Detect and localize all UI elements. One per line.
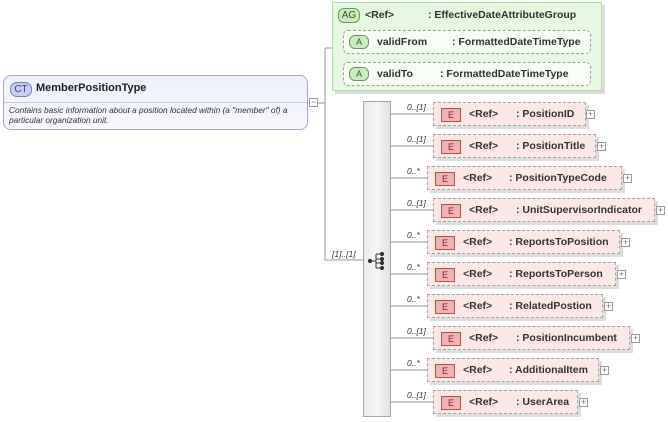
complex-type-documentation: Contains basic information about a posit… [9, 105, 288, 125]
attribute-group-box[interactable]: AG <Ref> : EffectiveDateAttributeGroup A… [332, 2, 602, 91]
expand-toggle-position-id[interactable]: + [586, 109, 595, 119]
complex-type-box[interactable]: CT MemberPositionType Contains basic inf… [3, 75, 308, 130]
element-ref-label: <Ref> [463, 364, 493, 376]
element-name: : RelatedPostion [509, 300, 592, 312]
element-name: : UserArea [516, 396, 570, 408]
element-cardinality: 0..[1] [407, 102, 426, 112]
attribute-group-badge: AG [338, 8, 360, 23]
element-ref-label: <Ref> [469, 396, 499, 408]
element-cardinality: 0..[1] [407, 390, 426, 400]
element-cardinality: 0..* [407, 294, 420, 304]
element-cardinality: 0..* [407, 262, 420, 272]
attribute-badge: A [349, 35, 369, 49]
element-badge: E [435, 364, 455, 378]
element-badge: E [435, 300, 455, 314]
element-unit-supervisor-indicator[interactable]: E <Ref> : UnitSupervisorIndicator [433, 198, 655, 222]
element-ref-label: <Ref> [463, 268, 493, 280]
element-position-title[interactable]: E <Ref> : PositionTitle [433, 134, 596, 158]
element-user-area[interactable]: E <Ref> : UserArea [433, 390, 578, 414]
element-ref-label: <Ref> [469, 108, 499, 120]
element-name: : AdditionalItem [509, 364, 588, 376]
complex-type-header: CT MemberPositionType [4, 76, 307, 103]
element-badge: E [441, 140, 461, 154]
element-related-postion[interactable]: E <Ref> : RelatedPostion [427, 294, 603, 318]
element-cardinality: 0..* [407, 358, 420, 368]
complex-type-badge: CT [10, 82, 32, 97]
element-ref-label: <Ref> [463, 300, 493, 312]
element-cardinality: 0..[1] [407, 198, 426, 208]
element-name: : PositionTitle [516, 140, 586, 152]
element-name: : PositionIncumbent [516, 332, 617, 344]
expand-toggle-user-area[interactable]: + [579, 397, 588, 407]
attribute-valid-to[interactable]: A validTo : FormattedDateTimeType [343, 62, 591, 86]
element-name: : ReportsToPerson [509, 268, 603, 280]
element-badge: E [441, 204, 461, 218]
element-ref-label: <Ref> [469, 204, 499, 216]
element-reports-to-person[interactable]: E <Ref> : ReportsToPerson [427, 262, 616, 286]
element-badge: E [435, 236, 455, 250]
element-cardinality: 0..[1] [407, 326, 426, 336]
element-name: : PositionID [516, 108, 575, 120]
expand-toggle-reports-to-person[interactable]: + [617, 269, 626, 279]
attribute-group-name: : EffectiveDateAttributeGroup [428, 9, 577, 21]
element-ref-label: <Ref> [463, 236, 493, 248]
expand-toggle-unit-supervisor-indicator[interactable]: + [656, 205, 665, 215]
element-badge: E [441, 108, 461, 122]
expand-toggle-additional-item[interactable]: + [600, 365, 609, 375]
sequence-icon [367, 251, 385, 271]
attribute-valid-from[interactable]: A validFrom : FormattedDateTimeType [343, 30, 591, 54]
attribute-name: validFrom [377, 36, 428, 48]
element-ref-label: <Ref> [463, 172, 493, 184]
element-position-type-code[interactable]: E <Ref> : PositionTypeCode [427, 166, 622, 190]
element-name: : UnitSupervisorIndicator [516, 204, 643, 216]
expand-toggle-reports-to-position[interactable]: + [621, 237, 630, 247]
element-ref-label: <Ref> [469, 140, 499, 152]
element-cardinality: 0..* [407, 230, 420, 240]
attribute-type: : FormattedDateTimeType [452, 36, 581, 48]
element-cardinality: 0..[1] [407, 134, 426, 144]
attribute-badge: A [349, 67, 369, 81]
attribute-type: : FormattedDateTimeType [440, 68, 569, 80]
element-position-incumbent[interactable]: E <Ref> : PositionIncumbent [433, 326, 630, 350]
expand-toggle-position-incumbent[interactable]: + [631, 333, 640, 343]
element-reports-to-position[interactable]: E <Ref> : ReportsToPosition [427, 230, 620, 254]
expand-toggle-position-type-code[interactable]: + [623, 173, 632, 183]
element-badge: E [435, 268, 455, 282]
collapse-toggle-complex-type[interactable]: − [309, 97, 318, 107]
element-position-id[interactable]: E <Ref> : PositionID [433, 102, 586, 126]
expand-toggle-related-postion[interactable]: + [604, 301, 613, 311]
attribute-name: validTo [377, 68, 413, 80]
element-cardinality: 0..* [407, 166, 420, 176]
element-ref-label: <Ref> [469, 332, 499, 344]
sequence-compositor-bar[interactable] [363, 101, 391, 417]
element-badge: E [435, 172, 455, 186]
sequence-cardinality: [1]..[1] [332, 249, 356, 259]
element-name: : PositionTypeCode [509, 172, 607, 184]
attribute-group-ref-label: <Ref> [365, 9, 395, 21]
element-badge: E [441, 332, 461, 346]
element-name: : ReportsToPosition [509, 236, 609, 248]
complex-type-name: MemberPositionType [36, 82, 147, 94]
element-badge: E [441, 396, 461, 410]
element-additional-item[interactable]: E <Ref> : AdditionalItem [427, 358, 599, 382]
expand-toggle-position-title[interactable]: + [597, 141, 606, 151]
